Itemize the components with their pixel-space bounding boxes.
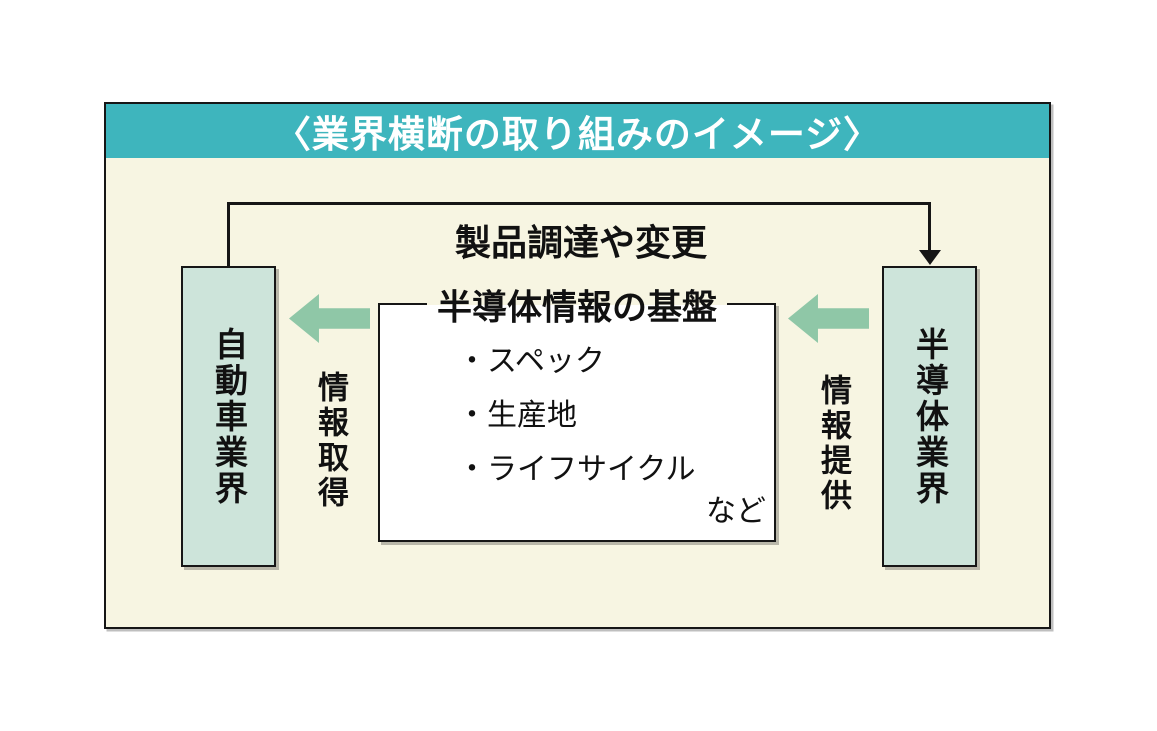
info-acquisition-label: 情報取得 [313,371,348,511]
platform-box-title: 半導体情報の基盤 [426,279,728,331]
flow-line-left-drop [227,202,230,266]
down-arrowhead-icon [919,250,941,265]
info-provision-label: 情報提供 [816,374,851,514]
diagram-title: 〈業界横断の取り組みのイメージ〉 [273,114,882,155]
semiconductor-info-platform-box: 半導体情報の基盤 ・スペック ・生産地 ・ライフサイクル など [378,279,776,542]
platform-item-lifecycle: ・ライフサイクル [457,453,696,486]
flow-line-horizontal [227,202,931,205]
semiconductor-industry-label: 半導体業界 [911,326,949,507]
title-banner: 〈業界横断の取り組みのイメージ〉 [106,104,1049,158]
automotive-industry-label: 自動車業界 [210,326,248,507]
semiconductor-industry-box: 半導体業界 [882,266,977,567]
platform-item-spec: ・スペック [457,345,605,378]
automotive-industry-box: 自動車業界 [181,266,276,567]
platform-item-list: ・スペック ・生産地 ・ライフサイクル [457,335,696,497]
etc-label: など [706,495,766,528]
platform-item-production-site: ・生産地 [457,399,577,432]
procurement-flow-label: 製品調達や変更 [454,222,707,263]
flow-line-right-drop [928,202,931,251]
